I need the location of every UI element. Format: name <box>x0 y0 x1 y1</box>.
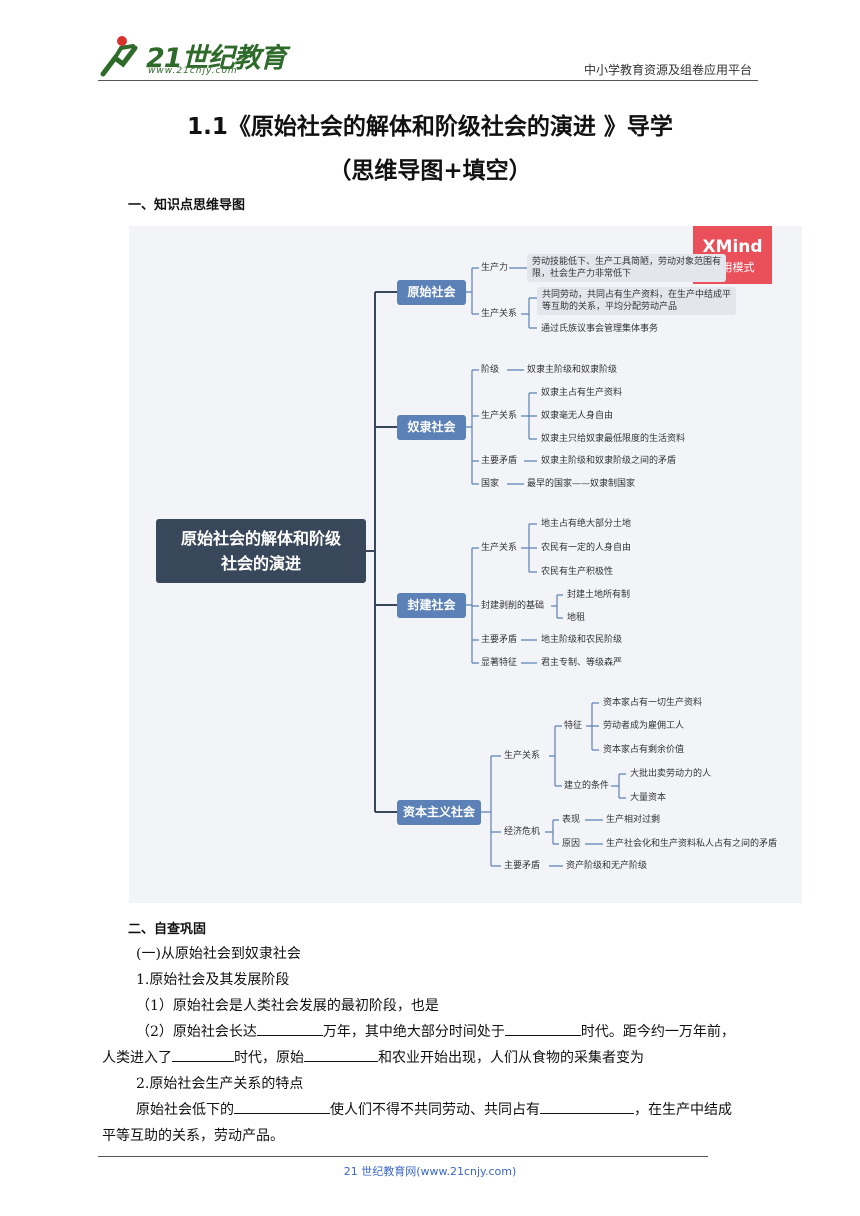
subsection-heading: (一)从原始社会到奴隶社会 <box>136 946 301 962</box>
node-exploitation-basis-1: 封建土地所有制 <box>567 590 631 600</box>
section-heading-mindmap: 一、知识点思维导图 <box>128 198 246 213</box>
blank-4[interactable] <box>304 1047 378 1062</box>
question-3: 原始社会低下的使人们不得不共同劳动、共同占有，在生产中结成 <box>136 1099 732 1119</box>
node-productivity: 生产力 <box>481 263 509 273</box>
blank-3[interactable] <box>172 1047 234 1062</box>
question-2: （2）原始社会长达万年，其中绝大部分时间处于时代。距今约一万年前， <box>136 1021 735 1041</box>
platform-name: 中小学教育资源及组卷应用平台 <box>583 63 752 77</box>
node-conditions-1: 大批出卖劳动力的人 <box>630 769 712 779</box>
node-relations-slave-2: 奴隶毫无人身自由 <box>541 411 614 421</box>
node-relations-capitalist: 生产关系 <box>504 751 541 761</box>
node-relations-primitive-detail-2: 通过氏族议事会管理集体事务 <box>541 324 659 334</box>
node-relations-feudal-3: 农民有生产积极性 <box>541 567 614 577</box>
section-heading-review: 二、自查巩固 <box>128 922 207 937</box>
node-features-1: 资本家占有一切生产资料 <box>603 698 703 708</box>
node-cause-detail: 生产社会化和生产资料私人占有之间的矛盾 <box>606 839 778 849</box>
node-economic-crisis: 经济危机 <box>504 827 541 837</box>
node-slave-society: 奴隶社会 <box>397 415 466 440</box>
logo-url: www.21cnjy.com <box>148 66 238 76</box>
header-divider <box>98 80 758 81</box>
blank-2[interactable] <box>504 1021 581 1036</box>
node-relations-primitive: 生产关系 <box>481 309 518 319</box>
node-state-detail: 最早的国家——奴隶制国家 <box>527 479 636 489</box>
footer-link[interactable]: 21 世纪教育网(www.21cnjy.com) <box>343 1165 517 1178</box>
topic-heading-2: 2.原始社会生产关系的特点 <box>136 1076 304 1092</box>
node-manifestation-detail: 生产相对过剩 <box>606 815 661 825</box>
page-subtitle: （思维导图+填空） <box>328 158 532 184</box>
node-contradiction-capitalist: 主要矛盾 <box>504 861 541 871</box>
mindmap-root-node: 原始社会的解体和阶级社会的演进 <box>156 519 366 583</box>
node-relations-slave: 生产关系 <box>481 411 518 421</box>
question-3-continued: 平等互助的关系，劳动产品。 <box>102 1128 284 1144</box>
node-relations-primitive-detail-1: 共同劳动，共同占有生产资料，在生产中结成平等互助的关系，平均分配劳动产品 <box>537 287 737 315</box>
node-conditions: 建立的条件 <box>564 781 610 791</box>
node-relations-feudal-1: 地主占有绝大部分土地 <box>541 519 632 529</box>
node-manifestation: 表现 <box>562 815 581 825</box>
node-class-detail: 奴隶主阶级和奴隶阶级 <box>527 365 618 375</box>
logo-text: 21世纪教育 <box>146 43 287 74</box>
root-line-1: 原始社会的解体和阶级 <box>180 529 341 548</box>
question-1: （1）原始社会是人类社会发展的最初阶段，也是 <box>136 998 439 1014</box>
mind-map-connectors <box>366 267 626 867</box>
node-feudal-society: 封建社会 <box>397 593 466 618</box>
node-relations-slave-1: 奴隶主占有生产资料 <box>541 388 623 398</box>
footer-divider <box>98 1156 708 1157</box>
node-exploitation-basis-2: 地租 <box>567 613 586 623</box>
node-relations-feudal-2: 农民有一定的人身自由 <box>541 543 632 553</box>
node-exploitation-basis: 封建剥削的基础 <box>481 601 545 611</box>
node-contradiction-feudal-detail: 地主阶级和农民阶级 <box>541 635 623 645</box>
node-relations-feudal: 生产关系 <box>481 543 518 553</box>
node-primitive-society: 原始社会 <box>397 280 466 305</box>
node-features: 特征 <box>564 721 583 731</box>
blank-5[interactable] <box>234 1099 330 1114</box>
node-feature-feudal-detail: 君主专制、等级森严 <box>541 658 623 668</box>
node-state: 国家 <box>481 479 500 489</box>
node-productivity-detail: 劳动技能低下、生产工具简陋，劳动对象范围有限，社会生产力非常低下 <box>527 254 727 282</box>
page-title: 1.1《原始社会的解体和阶级社会的演进 》导学 <box>187 114 673 140</box>
node-relations-slave-3: 奴隶主只给奴隶最低限度的生活资料 <box>541 434 686 444</box>
node-contradiction-slave: 主要矛盾 <box>481 456 518 466</box>
node-capitalist-society: 资本主义社会 <box>397 800 481 825</box>
node-contradiction-slave-detail: 奴隶主阶级和奴隶阶级之间的矛盾 <box>541 456 677 466</box>
node-cause: 原因 <box>562 839 581 849</box>
node-features-3: 资本家占有剩余价值 <box>603 745 685 755</box>
logo <box>95 34 265 78</box>
node-contradiction-feudal: 主要矛盾 <box>481 635 518 645</box>
node-feature-feudal: 显著特征 <box>481 658 518 668</box>
node-features-2: 劳动者成为雇佣工人 <box>603 721 685 731</box>
node-class: 阶级 <box>481 365 500 375</box>
runner-logo-icon <box>100 36 138 77</box>
blank-1[interactable] <box>256 1021 323 1036</box>
node-contradiction-capitalist-detail: 资产阶级和无产阶级 <box>566 861 648 871</box>
xmind-logo-text: XMind <box>702 237 763 257</box>
mind-map: XMind 试用模式 原始社会的解体和阶级社会的演进 原始社会 生产力 劳动技能… <box>129 226 802 903</box>
root-line-2: 社会的演进 <box>220 554 301 573</box>
topic-heading-1: 1.原始社会及其发展阶段 <box>136 972 290 988</box>
node-conditions-2: 大量资本 <box>630 793 667 803</box>
blank-6[interactable] <box>540 1099 634 1114</box>
question-2-continued: 人类进入了时代，原始和农业开始出现，人们从食物的采集者变为 <box>102 1047 644 1067</box>
